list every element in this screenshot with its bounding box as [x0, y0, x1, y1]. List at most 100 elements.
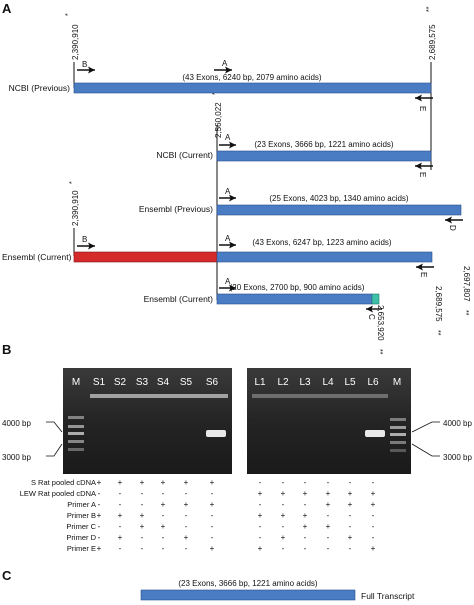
condition-cell: -	[282, 544, 285, 553]
gel-lane-label: L1	[254, 377, 266, 388]
condition-cell: -	[98, 500, 101, 509]
condition-cell: +	[348, 533, 353, 542]
condition-cell: +	[348, 500, 353, 509]
ladder-marker-right: 4000 bp 3000 bp	[411, 419, 472, 462]
panel-label-a: A	[2, 1, 12, 16]
svg-text:2,653,920: 2,653,920	[376, 305, 385, 341]
condition-cell: +	[97, 544, 102, 553]
condition-cell: +	[97, 511, 102, 520]
condition-cell: +	[258, 544, 263, 553]
svg-text:2,689,575: 2,689,575	[428, 24, 437, 60]
gel-lane-label: S2	[114, 377, 127, 388]
coordinate-label: 2,689,575 **	[426, 6, 437, 60]
condition-cell: +	[161, 500, 166, 509]
condition-row-label: Primer E	[67, 544, 96, 553]
condition-cell: -	[327, 533, 330, 542]
svg-text:2,689,575: 2,689,575	[434, 286, 443, 322]
condition-cell: -	[98, 533, 101, 542]
coordinate-label: 2,689,575 **	[434, 286, 443, 336]
condition-cell: +	[118, 533, 123, 542]
condition-cell: -	[141, 500, 144, 509]
condition-cell: -	[259, 500, 262, 509]
svg-text:A: A	[225, 277, 231, 286]
condition-cell: -	[185, 511, 188, 520]
condition-cell: -	[211, 489, 214, 498]
ladder-marker-left: 4000 bp 3000 bp	[2, 419, 63, 462]
condition-cell: -	[141, 544, 144, 553]
condition-cell: -	[162, 489, 165, 498]
condition-cell: -	[349, 478, 352, 487]
svg-text:**: **	[376, 349, 383, 355]
condition-cell: -	[372, 511, 375, 520]
gel-bands-right	[252, 394, 406, 452]
primer-arrow-reverse: E	[416, 263, 434, 277]
condition-cell: -	[141, 533, 144, 542]
condition-cell: -	[304, 533, 307, 542]
condition-table: S Rat pooled cDNA++++++------LEW Rat poo…	[20, 478, 376, 553]
condition-cell: -	[282, 478, 285, 487]
gel-image-right	[247, 368, 411, 474]
svg-text:2,390,910: 2,390,910	[71, 24, 80, 60]
transcript-bar	[73, 82, 432, 94]
condition-cell: -	[119, 544, 122, 553]
condition-cell: -	[185, 489, 188, 498]
coordinate-label: 2,697,807 **	[462, 266, 471, 316]
condition-cell: -	[185, 544, 188, 553]
gel-image-left	[63, 368, 232, 474]
condition-cell: -	[372, 522, 375, 531]
condition-cell: +	[326, 489, 331, 498]
svg-text:C: C	[367, 314, 376, 320]
track-label: Ensembl (Current)	[2, 252, 72, 262]
track-label: NCBI (Previous)	[9, 83, 71, 93]
condition-cell: +	[210, 544, 215, 553]
condition-cell: -	[259, 522, 262, 531]
condition-cell: -	[304, 544, 307, 553]
condition-cell: +	[281, 511, 286, 520]
panel-label-c: C	[2, 568, 12, 583]
gel-lane-label: L3	[299, 377, 311, 388]
condition-cell: +	[303, 489, 308, 498]
primer-arrow-reverse: C	[366, 305, 382, 320]
condition-cell: +	[161, 478, 166, 487]
transcript-bar	[216, 251, 433, 263]
gel-lane-label: L4	[322, 377, 334, 388]
condition-cell: -	[327, 511, 330, 520]
condition-cell: -	[304, 500, 307, 509]
track-info: (25 Exons, 4023 bp, 1340 amino acids)	[269, 194, 409, 203]
condition-cell: -	[119, 489, 122, 498]
svg-text:D: D	[448, 225, 457, 231]
condition-cell: -	[372, 478, 375, 487]
condition-cell: +	[140, 478, 145, 487]
condition-cell: +	[258, 511, 263, 520]
condition-cell: +	[258, 489, 263, 498]
panel-label-b: B	[2, 342, 11, 357]
condition-cell: +	[371, 544, 376, 553]
primer-arrow-forward: B	[77, 60, 95, 74]
condition-row-label: Primer B	[67, 511, 96, 520]
coordinate-label: 2,560,022 *	[212, 92, 223, 138]
svg-text:A: A	[222, 59, 228, 68]
primer-arrow-forward: A	[219, 133, 236, 149]
svg-text:2,697,807: 2,697,807	[462, 266, 471, 302]
gel-lane-label: S4	[157, 377, 170, 388]
condition-cell: -	[259, 533, 262, 542]
condition-cell: -	[349, 511, 352, 520]
primer-arrow-forward: B	[77, 235, 95, 250]
track-label: Ensembl (Previous)	[139, 204, 213, 214]
transcript-bar-red-segment	[73, 251, 218, 263]
svg-text:4000 bp: 4000 bp	[2, 419, 31, 428]
svg-text:*: *	[69, 181, 76, 184]
condition-cell: -	[119, 522, 122, 531]
condition-cell: -	[349, 544, 352, 553]
condition-cell: +	[348, 489, 353, 498]
svg-text:A: A	[225, 234, 231, 243]
gel-lane-label: S1	[93, 377, 106, 388]
primer-arrow-forward: A	[219, 234, 236, 249]
svg-text:4000 bp: 4000 bp	[443, 419, 472, 428]
condition-cell: +	[161, 522, 166, 531]
condition-cell: +	[326, 500, 331, 509]
condition-cell: +	[184, 533, 189, 542]
